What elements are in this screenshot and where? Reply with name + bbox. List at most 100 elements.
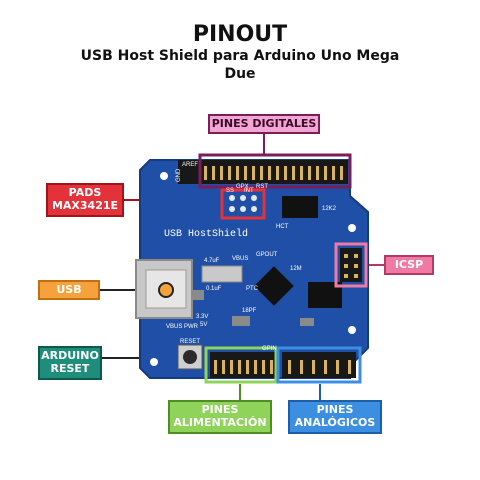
crystal bbox=[201, 265, 243, 283]
label-alimentacion-line1: PINES bbox=[201, 403, 239, 417]
icsp-pin bbox=[354, 264, 358, 268]
silk-gpin: GPIN bbox=[262, 346, 277, 352]
digital-pin bbox=[236, 166, 239, 180]
smd-component bbox=[300, 318, 314, 326]
analog-pin bbox=[336, 360, 339, 374]
digital-pin bbox=[300, 166, 303, 180]
icsp-pin bbox=[354, 274, 358, 278]
mount-hole bbox=[150, 358, 158, 366]
power-pin bbox=[230, 360, 233, 374]
power-pin bbox=[270, 360, 273, 374]
silk-cap2: 0.1uF bbox=[206, 286, 222, 292]
silk-hct: HCT bbox=[276, 224, 289, 230]
power-pin bbox=[254, 360, 257, 374]
silk-ptc: PTC bbox=[246, 286, 259, 292]
digital-pin bbox=[308, 166, 311, 180]
digital-pin bbox=[324, 166, 327, 180]
silk-aref: AREF bbox=[182, 162, 198, 168]
max3421e-pad bbox=[240, 206, 246, 212]
silk-reset: RESET bbox=[180, 339, 200, 345]
digital-pin bbox=[268, 166, 271, 180]
power-pin bbox=[246, 360, 249, 374]
label-analogicos-line2: ANALÓGICOS bbox=[294, 416, 376, 429]
icsp-pin bbox=[344, 264, 348, 268]
max3421e-pad bbox=[240, 195, 246, 201]
max3421e-pad bbox=[251, 206, 257, 212]
analog-pin bbox=[288, 360, 291, 374]
label-reset-line2: RESET bbox=[50, 362, 90, 375]
power-pin bbox=[262, 360, 265, 374]
analog-pin bbox=[348, 360, 351, 374]
silk-int: INT bbox=[244, 188, 254, 194]
digital-pins-frame bbox=[198, 153, 352, 189]
silk-vbus-pwr: VBUS PWR bbox=[166, 324, 199, 330]
page-subtitle-continued: Due bbox=[224, 66, 256, 82]
mount-hole bbox=[348, 224, 356, 232]
silk-cap3: 18PF bbox=[242, 308, 257, 314]
label-usb: USB bbox=[38, 280, 100, 300]
silk-12m: 12M bbox=[290, 266, 302, 272]
power-pin-header bbox=[210, 352, 276, 378]
digital-pin bbox=[204, 166, 207, 180]
mount-hole bbox=[160, 172, 168, 180]
digital-pin bbox=[220, 166, 223, 180]
label-pads-line1: PADS bbox=[68, 186, 102, 200]
analog-pin bbox=[324, 360, 327, 374]
max3421e-pad bbox=[229, 206, 235, 212]
silk-ss: SS bbox=[226, 188, 234, 194]
analog-pin-header bbox=[282, 352, 356, 378]
silk-gpx: GPX bbox=[236, 184, 249, 190]
reset-button bbox=[177, 344, 203, 370]
digital-pin bbox=[332, 166, 335, 180]
digital-pin bbox=[340, 166, 343, 180]
digital-pin bbox=[212, 166, 215, 180]
silk-gpout: GPOUT bbox=[256, 252, 278, 258]
icsp-header bbox=[340, 248, 362, 282]
label-analogicos-line1: PINES bbox=[316, 403, 354, 417]
analog-pin bbox=[300, 360, 303, 374]
label-pines-digitales: PINES DIGITALES bbox=[208, 114, 320, 134]
label-alimentacion-line2: ALIMENTACIÓN bbox=[173, 416, 267, 429]
silk-3v3: 3.3V bbox=[196, 314, 208, 320]
silk-gnd: GND bbox=[176, 168, 182, 182]
digital-pin bbox=[276, 166, 279, 180]
power-pin bbox=[222, 360, 225, 374]
label-reset-line1: ARDUINO bbox=[41, 349, 99, 363]
power-pin bbox=[238, 360, 241, 374]
usb-connector bbox=[135, 259, 193, 319]
digital-pin bbox=[228, 166, 231, 180]
silk-rst: RST bbox=[256, 184, 268, 190]
max3421e-pads bbox=[229, 195, 257, 212]
silk-5v: 5V bbox=[200, 322, 207, 328]
max3421e-chip bbox=[254, 266, 294, 306]
silk-vbus: VBUS bbox=[232, 256, 248, 262]
digital-pin-header bbox=[178, 160, 348, 184]
silk-cap1: 4.7uF bbox=[204, 258, 220, 264]
digital-pin bbox=[244, 166, 247, 180]
label-pads-line2: MAX3421E bbox=[51, 199, 119, 212]
board-name: USB HostShield bbox=[164, 228, 248, 240]
label-pines-digitales-text: PINES DIGITALES bbox=[211, 116, 317, 130]
digital-pin bbox=[284, 166, 287, 180]
smd-component bbox=[186, 290, 204, 300]
silk-12k2: 12K2 bbox=[322, 206, 337, 212]
power-pins-frame bbox=[204, 346, 278, 384]
icsp-frame bbox=[334, 242, 368, 288]
max3421e-pad bbox=[229, 195, 235, 201]
digital-pin bbox=[316, 166, 319, 180]
analog-pin bbox=[312, 360, 315, 374]
smd-component bbox=[232, 316, 250, 326]
analog-pins-frame bbox=[276, 346, 362, 384]
icsp-pin bbox=[344, 254, 348, 258]
level-shifter-chip bbox=[282, 196, 318, 218]
max3421e-pad bbox=[251, 195, 257, 201]
digital-pin bbox=[260, 166, 263, 180]
digital-pin bbox=[252, 166, 255, 180]
label-icsp-text: ICSP bbox=[394, 257, 424, 271]
page-title: PINOUT bbox=[192, 22, 288, 47]
